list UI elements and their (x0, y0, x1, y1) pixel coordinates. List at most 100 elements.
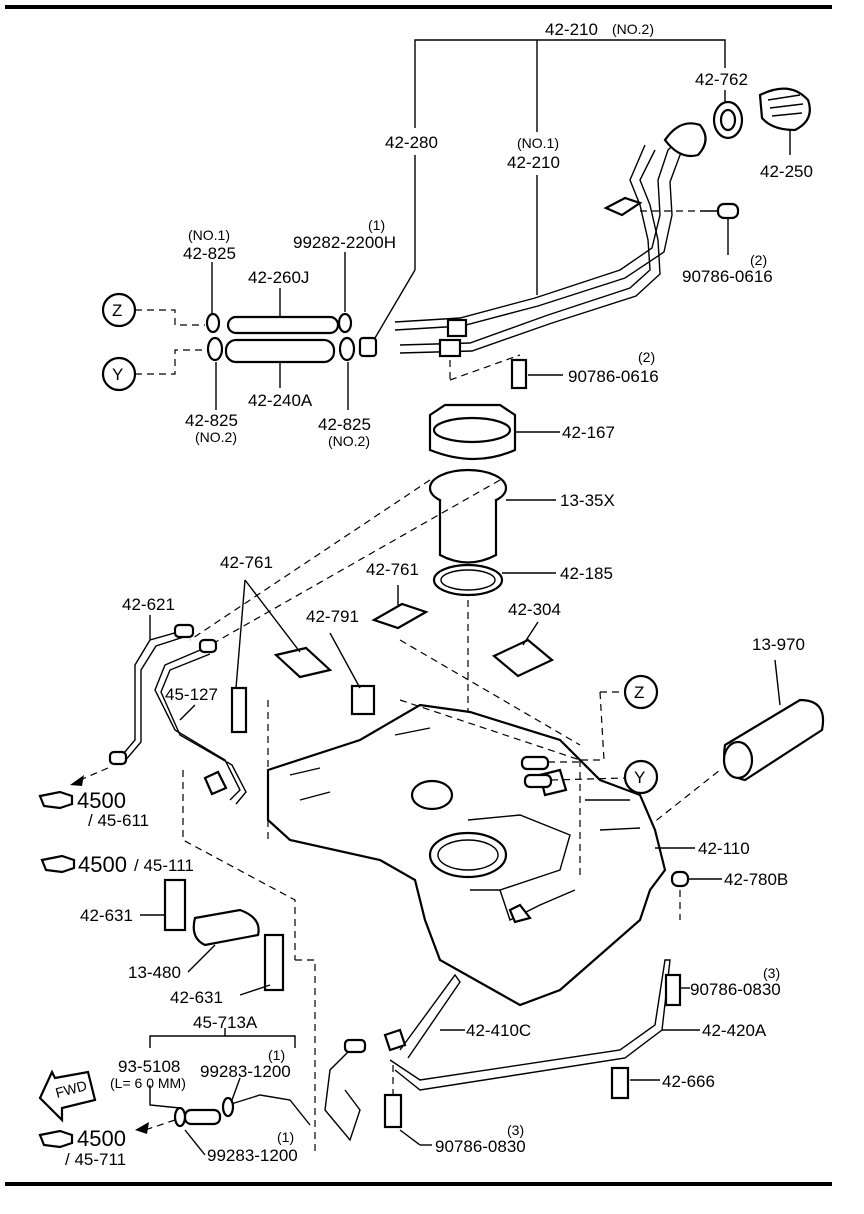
label-no1-pipe: (NO.1) (517, 135, 559, 151)
label-42-410c: 42-410C (466, 1021, 531, 1040)
clamp (338, 336, 356, 362)
connector (203, 770, 228, 796)
ref-45-111: / 45-111 (134, 856, 194, 875)
connector (198, 638, 218, 654)
label-qty2-a: (2) (750, 252, 767, 268)
bracket-42-631 (263, 933, 285, 992)
ref-label-y-2: Y (634, 768, 645, 787)
ref-label-z: Z (112, 301, 122, 320)
pump-module-group (189, 403, 560, 830)
label-no1-clamp: (NO.1) (188, 227, 230, 243)
label-42-825-b: 42-825 (185, 411, 238, 430)
label-42-666: 42-666 (662, 1072, 715, 1091)
label-99283-1200-b: 99283-1200 (207, 1146, 298, 1165)
fuel-tank (266, 639, 722, 1007)
label-no2-top: (NO.2) (612, 21, 654, 37)
bolt (664, 973, 682, 1007)
label-42-621: 42-621 (122, 595, 175, 614)
tank-port (410, 779, 454, 811)
hose-fitting (358, 336, 378, 358)
label-42-210-top: 42-210 (545, 20, 598, 39)
label-qty1-b: (1) (268, 1047, 285, 1063)
ref-4500-a: 4500 (77, 788, 126, 813)
ref-4500-c: 4500 (77, 1126, 126, 1151)
ref-45-611: / 45-611 (88, 811, 149, 830)
label-42-791: 42-791 (306, 607, 359, 626)
label-42-780b: 42-780B (724, 870, 788, 889)
ref-45-711: / 45-711 (65, 1150, 126, 1169)
label-42-761-a: 42-761 (220, 553, 273, 572)
fuel-filter-group (140, 878, 285, 996)
clamp (221, 1096, 235, 1118)
hand-pointer-icon (38, 790, 74, 810)
pump-body (438, 500, 498, 564)
pad-group (230, 579, 555, 734)
fwd-label: FWD (54, 1077, 89, 1101)
ref-circle-y-2 (623, 759, 659, 795)
label-42-250: 42-250 (760, 162, 813, 181)
filler-pipe-group (358, 39, 811, 390)
ref-circle-z-2 (623, 674, 659, 710)
label-qty3-a: (3) (763, 965, 780, 981)
filler-pipe-neck (663, 122, 707, 158)
label-qty1-a: (1) (368, 217, 385, 233)
pad-42-304 (491, 638, 555, 678)
clamp (173, 1106, 187, 1128)
pad-42-761 (273, 646, 333, 679)
label-42-280: 42-280 (385, 133, 438, 152)
label-qty1-c: (1) (277, 1129, 294, 1145)
bolt (510, 358, 528, 390)
label-90786-0616-a: 90786-0616 (682, 267, 773, 286)
clamp (205, 312, 221, 334)
bracket-42-631 (163, 878, 187, 932)
strap-group (383, 959, 700, 1146)
label-13-970: 13-970 (752, 635, 805, 654)
ref-4500-b: 4500 (78, 852, 127, 877)
label-l60mm: (L= 6 0 MM) (110, 1075, 186, 1091)
label-42-210: 42-210 (507, 153, 560, 172)
label-90786-0616-b: 90786-0616 (568, 367, 659, 386)
connector (173, 623, 195, 639)
label-42-420a: 42-420A (702, 1021, 767, 1040)
label-90786-0830-b: 90786-0830 (435, 1137, 526, 1156)
label-qty2-b: (2) (638, 349, 655, 365)
canister-end (722, 740, 754, 780)
pad-42-791 (350, 684, 376, 716)
pad-42-761 (230, 686, 248, 734)
label-42-825-c: 42-825 (318, 415, 371, 434)
hose-42-260j (226, 315, 340, 335)
label-13-35x: 13-35X (560, 491, 615, 510)
label-99283-1200-a: 99283-1200 (200, 1062, 291, 1081)
vent-hose-group (38, 1028, 367, 1156)
label-45-713a: 45-713A (193, 1013, 258, 1032)
fwd-arrow (38, 1069, 97, 1123)
clamp (337, 312, 353, 334)
label-42-761-b: 42-761 (366, 560, 419, 579)
top-rule (5, 5, 832, 9)
connector (343, 1038, 367, 1054)
label-no2-b: (NO.2) (195, 429, 237, 445)
label-42-631-b: 42-631 (170, 988, 223, 1007)
bracket (446, 318, 468, 338)
hand-pointer-icon (38, 1129, 74, 1149)
fitting (508, 903, 532, 924)
label-13-480: 13-480 (128, 963, 181, 982)
strap-mount (383, 1028, 407, 1052)
label-no2-c: (NO.2) (328, 433, 370, 449)
fuel-filter (192, 908, 260, 947)
label-99282-2200h: 99282-2200H (293, 233, 396, 252)
ref-label-y: Y (112, 365, 123, 384)
hose-group (101, 252, 356, 410)
label-42-304: 42-304 (508, 600, 561, 619)
label-42-240a: 42-240A (248, 391, 313, 410)
bolt-42-666 (610, 1066, 630, 1100)
label-qty3-b: (3) (507, 1122, 524, 1138)
ref-label-z-2: Z (634, 683, 644, 702)
label-42-110: 42-110 (698, 839, 750, 858)
lock-ring-top (432, 416, 512, 444)
bottom-rule (5, 1182, 832, 1186)
fitting (520, 755, 550, 771)
label-42-185: 42-185 (560, 564, 613, 583)
connector (108, 750, 128, 766)
